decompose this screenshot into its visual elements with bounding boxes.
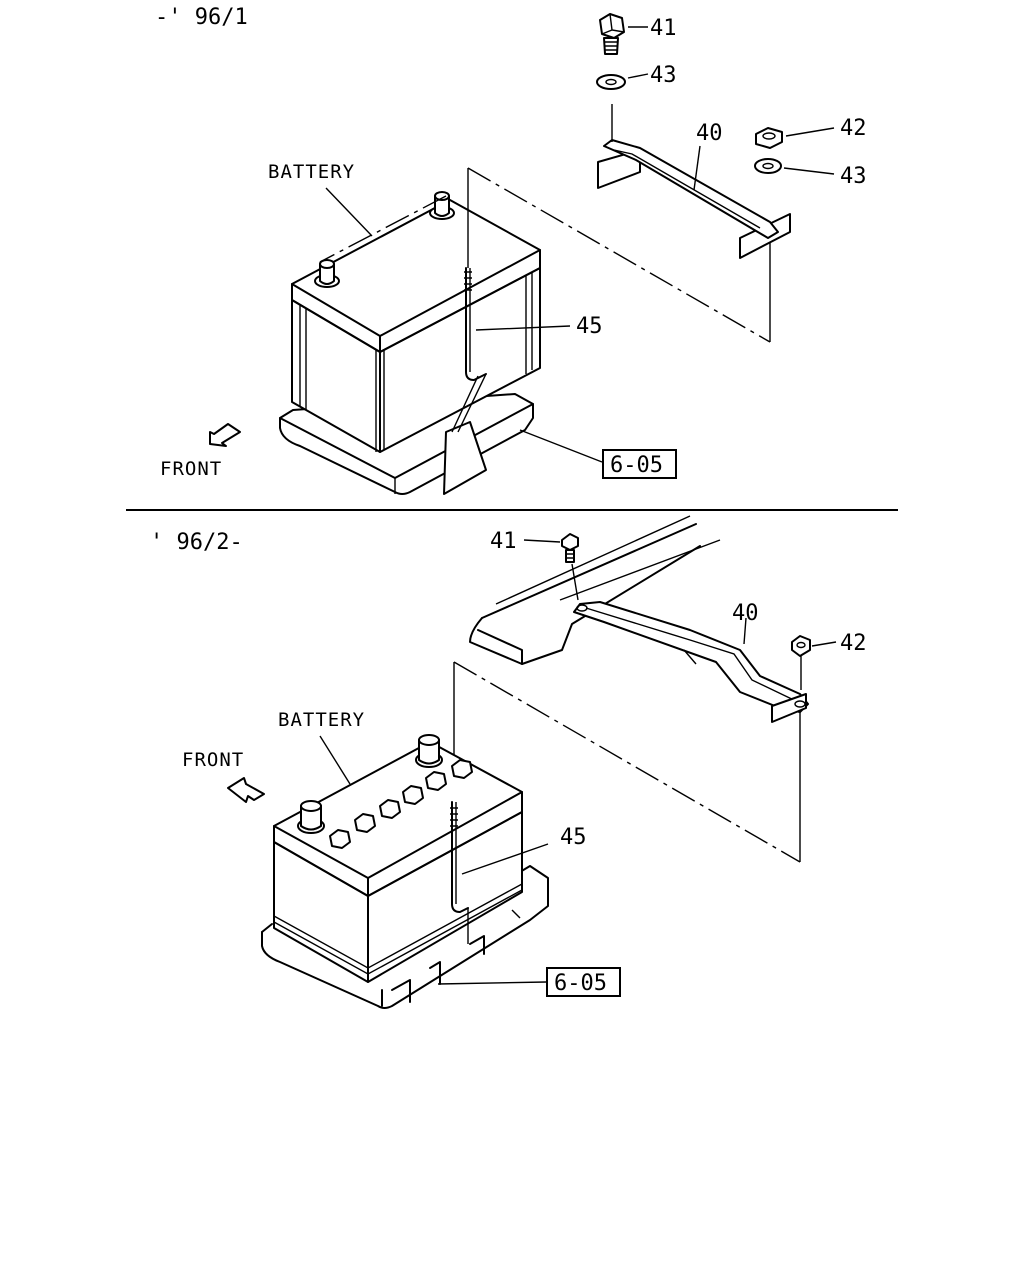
top-battery [291,191,541,453]
top-dash-assembly [467,167,771,343]
bottom-part-41-bolt [523,533,579,601]
top-battery-tray [279,393,534,495]
top-part-41-bolt [599,13,648,55]
top-callout-41: 41 [650,16,677,41]
top-callout-40: 40 [696,121,723,146]
top-callout-43a: 43 [650,63,677,88]
bottom-part-45-rod [450,801,549,944]
bottom-dash-assembly [453,661,801,863]
bottom-battery-tray [261,865,549,1009]
top-part-42-nut [755,127,835,149]
top-ref-label: 6-05 [610,453,663,478]
top-front-label: FRONT [160,458,222,480]
bottom-period-label: ' 96/2- [150,530,243,555]
bottom-part-42-nut [791,635,837,690]
bottom-ref-box [546,967,621,997]
top-ref-box [602,449,677,479]
top-callout-45: 45 [576,314,603,339]
bottom-front-label: FRONT [182,749,244,771]
top-part-43-washer-upper [596,73,649,90]
bottom-frame-rail [469,515,721,665]
bottom-callout-42: 42 [840,631,867,656]
top-battery-label: BATTERY [268,161,355,183]
top-part-43-washer-lower [754,158,835,175]
top-callout-43b: 43 [840,164,867,189]
top-front-arrow-icon [209,423,241,447]
top-part-40-bracket [597,104,791,259]
top-dash-battery [319,195,447,263]
top-section: -' 96/1 [155,5,867,495]
top-callout-42: 42 [840,116,867,141]
bottom-part-40-bracket [573,601,809,723]
bottom-callout-45: 45 [560,825,587,850]
bottom-front-arrow-icon [227,777,265,803]
top-part-45-rod [443,267,487,495]
bottom-battery [273,734,523,983]
bottom-ref-label: 6-05 [554,971,607,996]
bottom-battery-label: BATTERY [278,709,365,731]
bottom-callout-40: 40 [732,601,759,626]
bottom-section: ' 96/2- 40 41 [150,515,867,1009]
bottom-callout-41: 41 [490,529,517,554]
top-period-label: -' 96/1 [155,5,248,30]
